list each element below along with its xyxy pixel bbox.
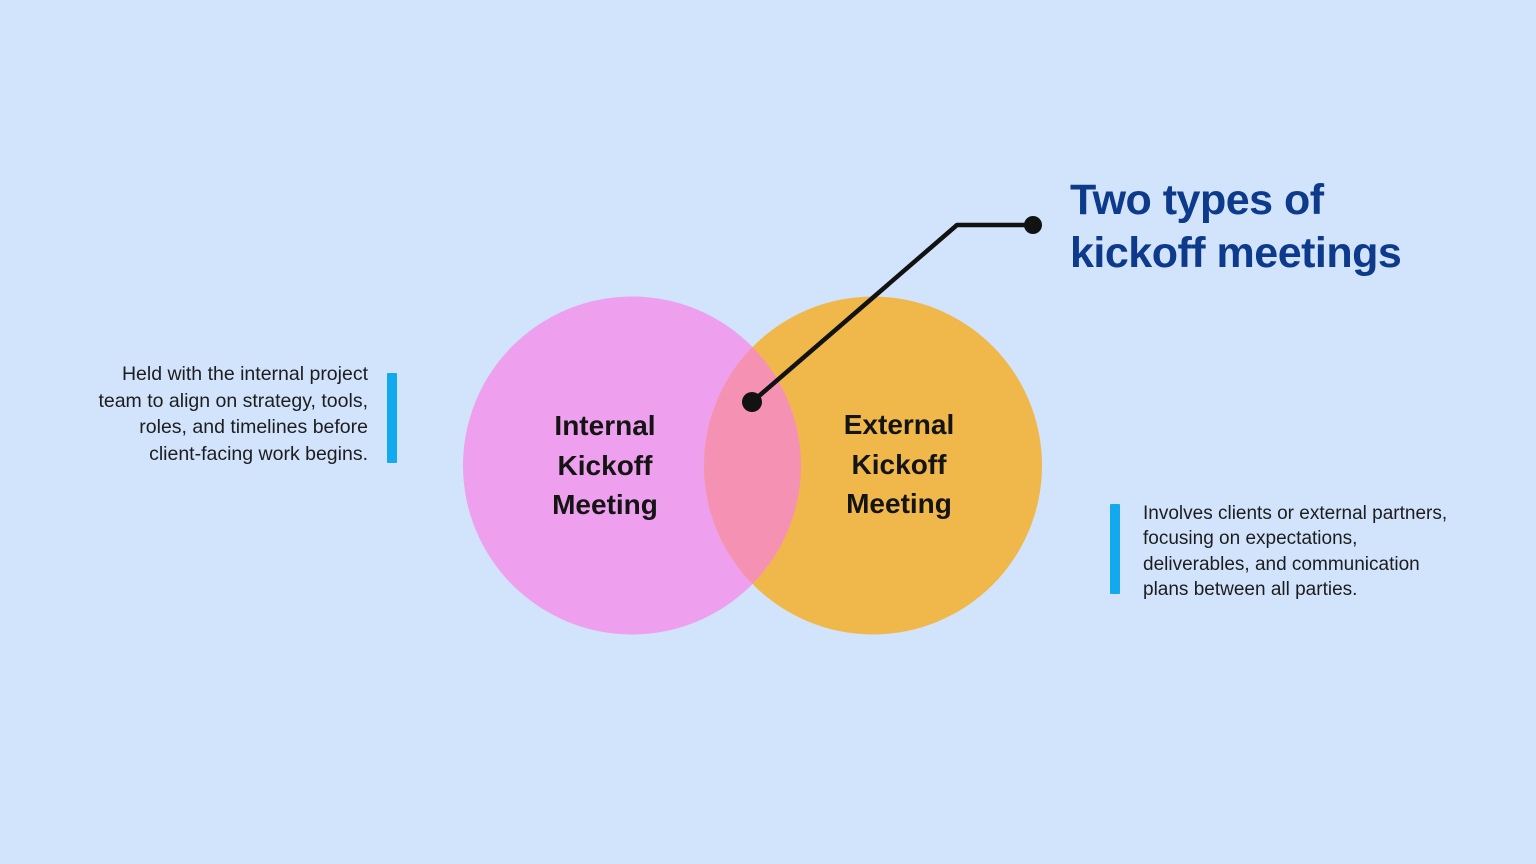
external-label-line-3: Meeting: [846, 488, 952, 519]
internal-annotation: Held with the internal project team to a…: [18, 361, 368, 467]
connector-line: [749, 222, 1036, 405]
external-label-line-1: External: [843, 409, 955, 440]
page-title-line-2: kickoff meetings: [1070, 229, 1402, 277]
external-annotation-line-2: focusing on expectations,: [1143, 528, 1358, 550]
external-annotation-line-3: deliverables, and communication: [1143, 553, 1420, 575]
internal-annotation-line-4: client-facing work begins.: [149, 442, 368, 465]
internal-circle-label: Internal Kickoff Meeting: [530, 406, 680, 525]
external-annotation: Involves clients or external partners, f…: [1143, 501, 1513, 602]
external-annotation-line-1: Involves clients or external partners,: [1143, 503, 1448, 524]
connector-dot-overlap: [742, 392, 762, 412]
external-annotation-accent-bar: [1110, 504, 1120, 594]
page-title-line-1: Two types of: [1070, 176, 1324, 224]
external-label-line-2: Kickoff: [851, 448, 947, 480]
internal-label-line-3: Meeting: [552, 489, 658, 520]
internal-circle: [463, 296, 801, 635]
internal-annotation-accent-bar: [387, 373, 397, 463]
external-annotation-line-4: plans between all parties.: [1143, 578, 1358, 600]
page-title: Two types of kickoff meetings: [1070, 174, 1402, 280]
external-circle-label: External Kickoff Meeting: [824, 405, 974, 524]
internal-annotation-line-3: roles, and timelines before: [139, 416, 368, 438]
internal-annotation-line-2: team to align on strategy, tools,: [98, 389, 368, 412]
internal-label-line-2: Kickoff: [557, 449, 653, 481]
internal-annotation-line-1: Held with the internal project: [121, 363, 368, 385]
connector-dot-title: [1024, 216, 1042, 234]
external-circle: [704, 296, 1042, 635]
internal-label-line-1: Internal: [554, 410, 656, 441]
